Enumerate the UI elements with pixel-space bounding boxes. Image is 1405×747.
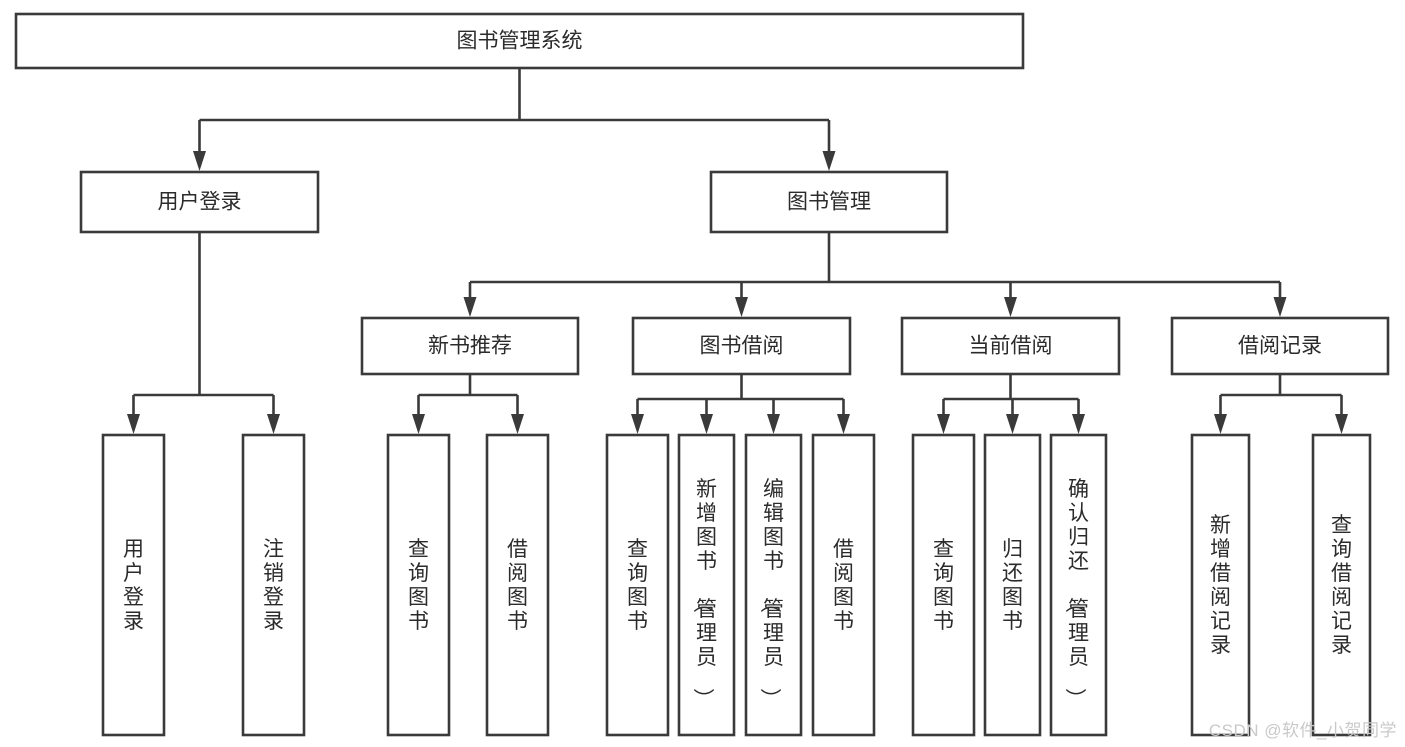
node-label-leaf-borrow-book-1: 借阅图书 <box>507 538 528 633</box>
node-box-leaf-query-book-3[interactable] <box>911 433 976 737</box>
node-box-new-book-recommend[interactable] <box>360 316 580 376</box>
node-leaf-confirm-return[interactable]: 确认归还（管理员） <box>1049 433 1108 737</box>
node-label-book-manage: 图书管理 <box>787 191 871 214</box>
node-box-book-manage[interactable] <box>709 170 949 234</box>
edges-layer <box>127 68 1348 434</box>
arrow-head-leaf-return-book <box>1006 414 1019 434</box>
node-leaf-add-book[interactable]: 新增图书（管理员） <box>677 433 736 737</box>
node-label-leaf-confirm-return: 确认归还（管理员） <box>1063 478 1089 709</box>
node-leaf-query-book-2[interactable]: 查询图书 <box>605 433 670 737</box>
nodes-layer: 图书管理系统用户登录图书管理新书推荐图书借阅当前借阅借阅记录用户登录注销登录查询… <box>14 12 1390 737</box>
node-leaf-add-borrow-record[interactable]: 新增借阅记录 <box>1190 433 1251 737</box>
arrow-head-leaf-query-book-1 <box>412 414 425 434</box>
node-label-root: 图书管理系统 <box>457 30 583 53</box>
node-current-borrow[interactable]: 当前借阅 <box>900 316 1121 376</box>
node-leaf-query-book-1[interactable]: 查询图书 <box>386 433 451 737</box>
node-label-new-book-recommend: 新书推荐 <box>428 335 512 358</box>
arrow-head-new-book-recommend <box>463 297 477 317</box>
arrow-head-leaf-logout <box>267 414 280 434</box>
node-label-leaf-query-book-3: 查询图书 <box>933 538 954 633</box>
node-root[interactable]: 图书管理系统 <box>14 12 1025 70</box>
node-label-leaf-logout: 注销登录 <box>263 538 284 633</box>
node-label-leaf-return-book: 归还图书 <box>1002 538 1023 633</box>
node-box-leaf-query-book-2[interactable] <box>605 433 670 737</box>
node-new-book-recommend[interactable]: 新书推荐 <box>360 316 580 376</box>
node-label-borrow-record: 借阅记录 <box>1238 335 1322 358</box>
arrow-head-book-manage <box>822 151 836 171</box>
node-borrow-record[interactable]: 借阅记录 <box>1170 316 1390 376</box>
node-box-leaf-add-book[interactable] <box>677 433 736 737</box>
arrow-head-leaf-add-book <box>700 414 713 434</box>
node-label-leaf-user-login: 用户登录 <box>123 538 144 633</box>
node-leaf-user-login[interactable]: 用户登录 <box>101 433 166 737</box>
arrow-head-leaf-confirm-return <box>1072 414 1085 434</box>
node-box-leaf-logout[interactable] <box>241 433 306 737</box>
arrow-head-leaf-query-borrow-record <box>1335 414 1348 434</box>
node-label-leaf-edit-book: 编辑图书（管理员） <box>758 478 784 709</box>
node-box-leaf-borrow-book-2[interactable] <box>811 433 876 737</box>
arrow-head-leaf-query-book-2 <box>631 414 644 434</box>
node-label-leaf-query-book-2: 查询图书 <box>627 538 648 633</box>
node-box-leaf-return-book[interactable] <box>983 433 1042 737</box>
node-box-leaf-confirm-return[interactable] <box>1049 433 1108 737</box>
node-label-book-borrow: 图书借阅 <box>700 335 784 358</box>
node-label-leaf-add-book: 新增图书（管理员） <box>691 478 717 709</box>
node-box-book-borrow[interactable] <box>631 316 852 376</box>
node-box-leaf-borrow-book-1[interactable] <box>485 433 550 737</box>
node-label-leaf-borrow-book-2: 借阅图书 <box>833 538 854 633</box>
node-leaf-edit-book[interactable]: 编辑图书（管理员） <box>744 433 803 737</box>
node-leaf-query-book-3[interactable]: 查询图书 <box>911 433 976 737</box>
node-book-manage[interactable]: 图书管理 <box>709 170 949 234</box>
node-box-current-borrow[interactable] <box>900 316 1121 376</box>
arrow-head-leaf-borrow-book-2 <box>837 414 850 434</box>
node-box-borrow-record[interactable] <box>1170 316 1390 376</box>
node-label-leaf-query-book-1: 查询图书 <box>408 538 429 633</box>
node-book-borrow[interactable]: 图书借阅 <box>631 316 852 376</box>
node-leaf-borrow-book-1[interactable]: 借阅图书 <box>485 433 550 737</box>
node-box-leaf-add-borrow-record[interactable] <box>1190 433 1251 737</box>
node-label-current-borrow: 当前借阅 <box>969 335 1053 358</box>
node-leaf-query-borrow-record[interactable]: 查询借阅记录 <box>1311 433 1372 737</box>
arrow-head-leaf-borrow-book-1 <box>511 414 524 434</box>
arrow-head-leaf-query-book-3 <box>937 414 950 434</box>
arrow-head-book-borrow <box>735 297 748 317</box>
node-box-user-login[interactable] <box>79 170 320 234</box>
arrow-head-borrow-record <box>1273 297 1287 317</box>
node-label-leaf-query-borrow-record: 查询借阅记录 <box>1331 514 1352 657</box>
node-label-leaf-add-borrow-record: 新增借阅记录 <box>1210 514 1231 657</box>
arrow-head-user-login <box>193 151 206 171</box>
node-user-login[interactable]: 用户登录 <box>79 170 320 234</box>
arrow-head-leaf-user-login <box>127 414 140 434</box>
arrow-head-leaf-edit-book <box>767 414 780 434</box>
arrow-head-leaf-add-borrow-record <box>1214 414 1227 434</box>
node-box-leaf-edit-book[interactable] <box>744 433 803 737</box>
node-box-leaf-user-login[interactable] <box>101 433 166 737</box>
node-leaf-return-book[interactable]: 归还图书 <box>983 433 1042 737</box>
node-box-root[interactable] <box>14 12 1025 70</box>
node-box-leaf-query-book-1[interactable] <box>386 433 451 737</box>
node-leaf-borrow-book-2[interactable]: 借阅图书 <box>811 433 876 737</box>
node-box-leaf-query-borrow-record[interactable] <box>1311 433 1372 737</box>
node-label-user-login: 用户登录 <box>158 191 242 214</box>
arrow-head-current-borrow <box>1004 297 1017 317</box>
node-leaf-logout[interactable]: 注销登录 <box>241 433 306 737</box>
